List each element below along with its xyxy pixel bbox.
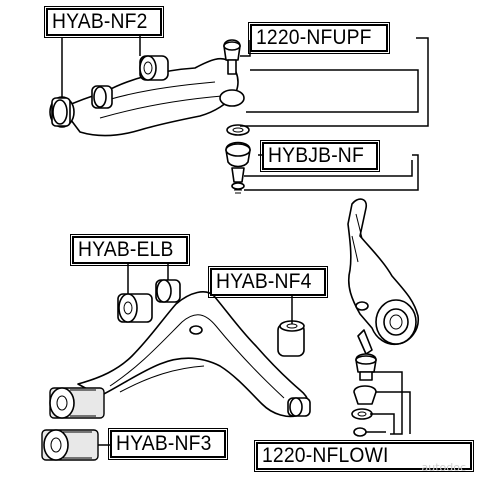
label-hyab-nf4: HYAB-NF4 [208,266,328,298]
watermark: autodoc [421,461,466,474]
steering-knuckle [347,198,420,355]
upper-ball-joint-parts [225,124,251,194]
leader-nfupf-a [240,40,251,57]
leader-hybjb-c [244,160,413,177]
label-hyab-nf2: HYAB-NF2 [44,6,164,38]
leader-nflowl-a [372,371,403,435]
upper-arm-bushing-front [139,55,169,81]
label-hybjb-nf: HYBJB-NF [259,140,381,172]
lower-arm-bushing-large [49,387,105,419]
lower-ball-joint [351,353,377,437]
upper-arm-bushing-mid [91,85,113,109]
lower-control-arm [77,291,310,418]
lower-arm-bushing-nf3 [41,429,99,461]
label-1220-nflowl: 1220-NFLOWI [254,440,474,472]
lower-arm-bushing-nf4 [277,320,305,357]
upper-arm-bushing-rear [49,96,75,128]
label-1220-nfupf: 1220-NFUPF [248,22,390,54]
leader-nflowl-b [376,391,411,434]
leader-nfupf-c [246,69,419,113]
label-hyab-elb: HYAB-ELB [70,234,190,266]
leader-nfupf-b [240,37,429,127]
leader-nflowl-c [370,413,395,434]
leader-hybjb-b [244,154,419,191]
lower-arm-front-bushing [287,397,311,417]
upper-ball-joint [219,39,245,107]
label-hyab-nf3: HYAB-NF3 [108,428,228,460]
